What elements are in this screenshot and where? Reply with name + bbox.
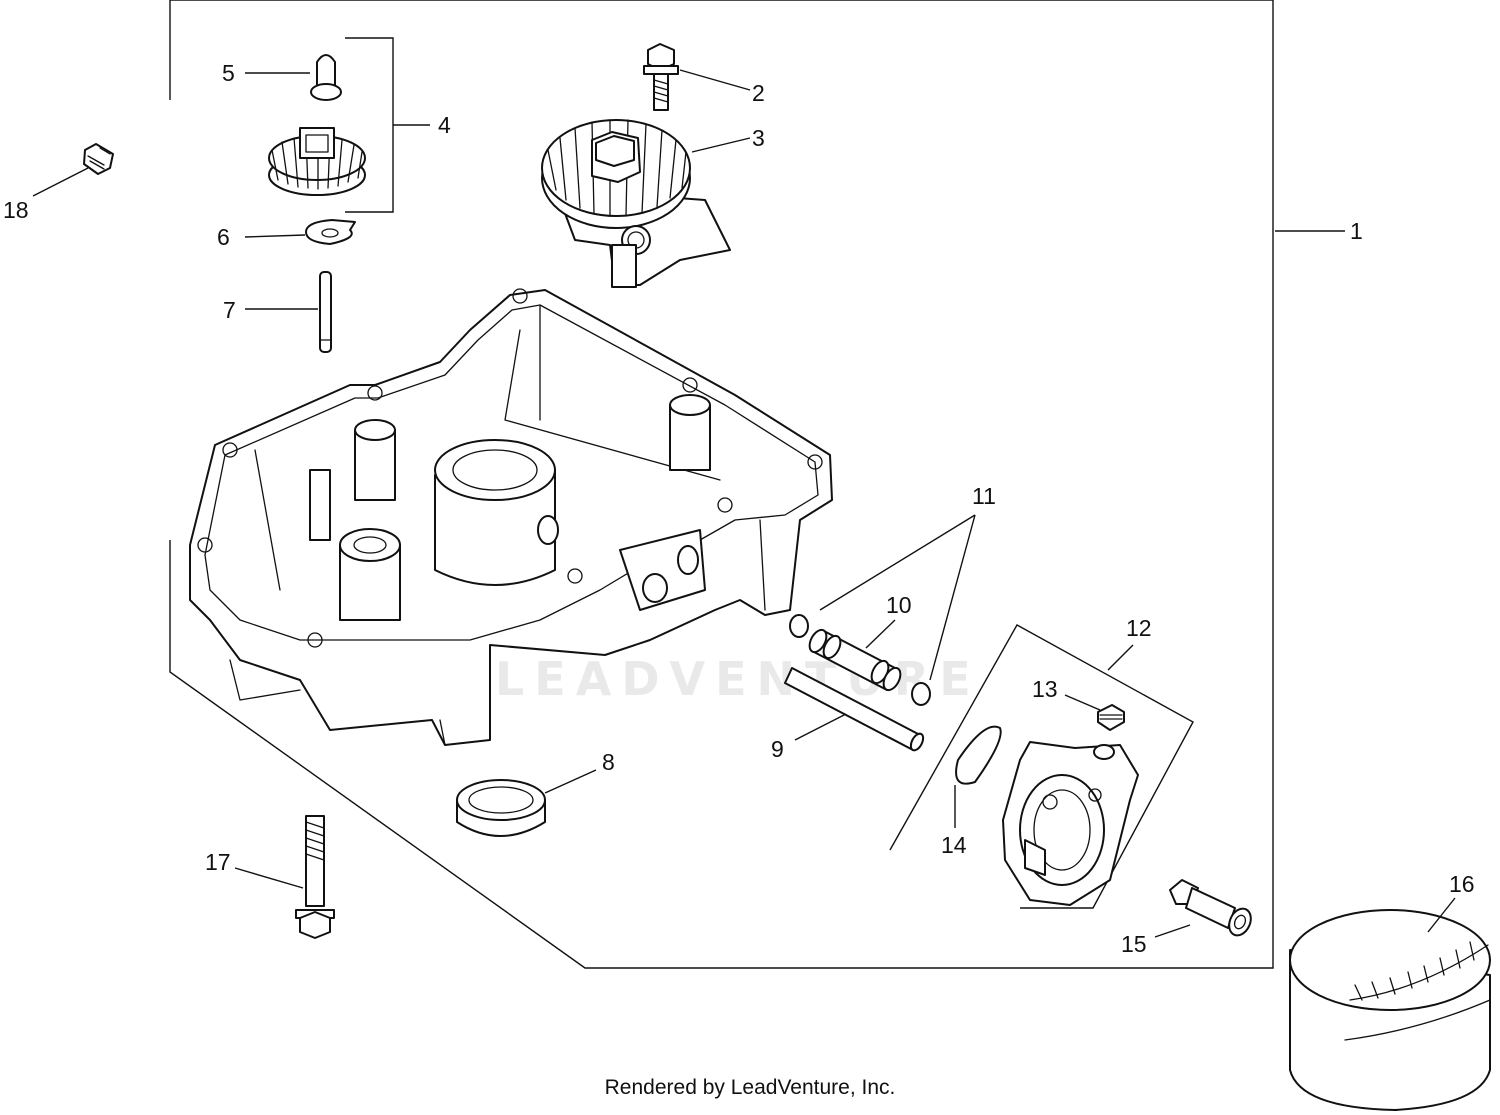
callout-13: 13 (1032, 676, 1058, 702)
part-15-nipple[interactable] (1169, 879, 1255, 939)
callout-8: 8 (602, 749, 615, 775)
part-8-seal[interactable] (456, 779, 546, 837)
leader-lines (32, 69, 1456, 938)
bracket-part-12 (889, 624, 1194, 909)
callout-2: 2 (752, 80, 765, 106)
watermark: LEADVENTURE (495, 652, 981, 706)
part-6-washer[interactable] (305, 219, 356, 245)
callout-15: 15 (1121, 931, 1147, 957)
part-5-governor-cup[interactable] (310, 54, 342, 101)
part-17-bolt[interactable] (295, 815, 335, 939)
part-12-oil-filter-adapter[interactable] (1002, 741, 1139, 906)
callout-4: 4 (438, 112, 451, 138)
callout-12: 12 (1126, 615, 1152, 641)
part-14-gasket[interactable] (955, 725, 1002, 785)
part-9-tube[interactable] (784, 667, 926, 752)
part-2-bolt[interactable] (643, 43, 679, 111)
part-18-plug[interactable] (83, 143, 114, 175)
callout-1: 1 (1350, 218, 1363, 244)
callout-5: 5 (222, 60, 235, 86)
callout-16: 16 (1449, 871, 1475, 897)
callout-17: 17 (205, 849, 231, 875)
callout-6: 6 (217, 224, 230, 250)
callout-labels: 1 2 3 4 5 6 7 8 9 10 11 12 13 14 15 16 1… (3, 60, 1475, 957)
part-3-oil-pump-gear[interactable] (541, 119, 731, 288)
assembly-frame (169, 0, 1274, 969)
callout-11: 11 (972, 483, 996, 509)
part-10-pipe[interactable] (806, 627, 904, 693)
callout-14: 14 (941, 832, 967, 858)
part-11-o-rings[interactable] (789, 614, 931, 706)
sump-body (189, 288, 833, 746)
callout-9: 9 (771, 736, 784, 762)
callout-3: 3 (752, 125, 765, 151)
part-16-oil-filter[interactable] (1289, 909, 1491, 1111)
part-4-governor-gear[interactable] (268, 127, 366, 196)
part-7-shaft[interactable] (319, 271, 332, 353)
credit-line: Rendered by LeadVenture, Inc. (604, 1076, 896, 1099)
callout-10: 10 (886, 592, 912, 618)
part-13-plug[interactable] (1097, 704, 1125, 731)
callout-18: 18 (3, 197, 29, 223)
callout-7: 7 (223, 297, 236, 323)
